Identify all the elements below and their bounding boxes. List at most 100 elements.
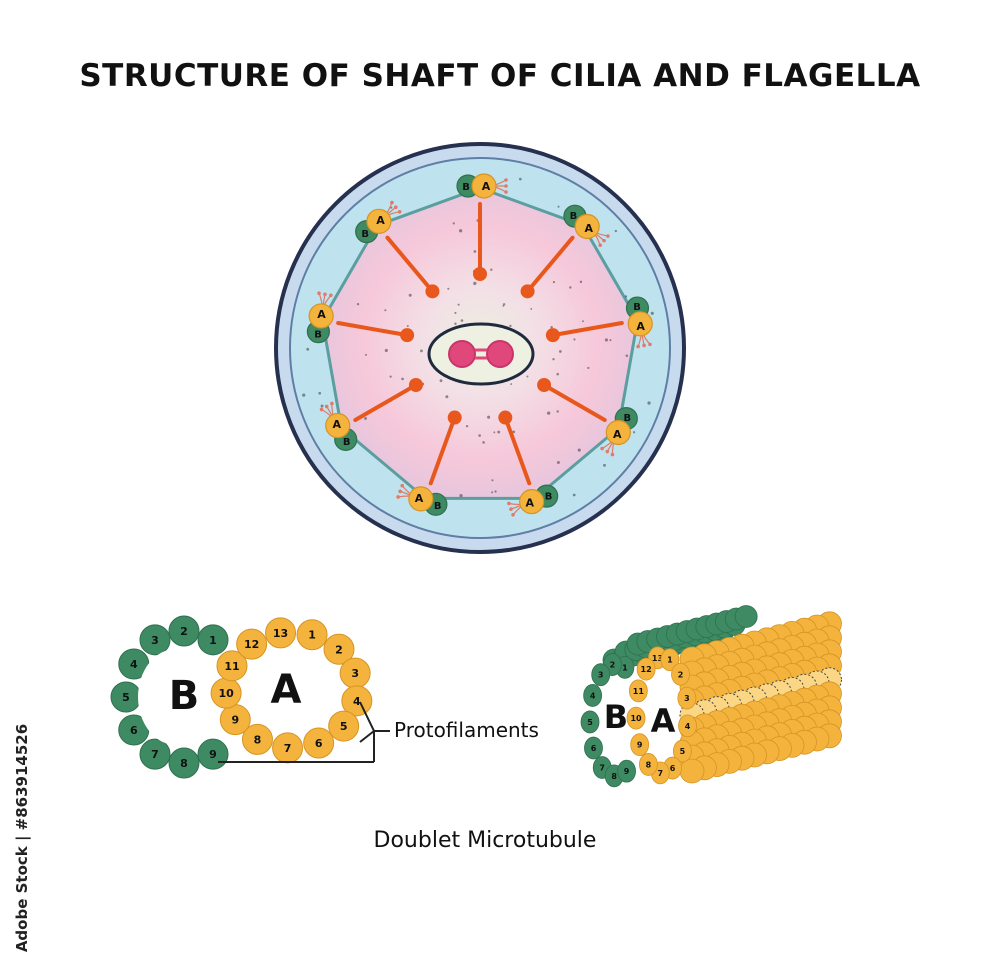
svg-text:8: 8 (646, 760, 652, 769)
peripheral-doublet: BA (306, 291, 334, 344)
flat-a-label: A (271, 667, 302, 713)
peripheral-doublet: BA (563, 204, 610, 248)
b-tubule-label: B (633, 302, 641, 313)
radial-spoke (545, 320, 624, 343)
svg-text:9: 9 (231, 714, 239, 727)
svg-text:9: 9 (637, 741, 643, 750)
svg-text:5: 5 (587, 718, 593, 727)
svg-text:3: 3 (598, 671, 604, 680)
peripheral-doublet: BA (600, 407, 638, 457)
protofilaments-pointer (218, 701, 390, 763)
a-tubule-label: A (332, 418, 341, 431)
d3-a-protofilament: 9 (630, 733, 650, 757)
a-protofilament: 1 (296, 619, 328, 651)
svg-text:1: 1 (209, 634, 217, 647)
a-protofilament: 3 (339, 657, 371, 689)
svg-text:6: 6 (670, 764, 676, 773)
svg-text:10: 10 (630, 714, 642, 723)
b-tubule-label: B (343, 437, 351, 448)
a-protofilament: 11 (216, 650, 248, 682)
svg-text:1: 1 (622, 663, 628, 672)
svg-text:12: 12 (244, 638, 259, 651)
d3-a-protofilament: 2 (671, 662, 690, 686)
matrix-dots (302, 177, 654, 498)
a-protofilament: 4 (341, 685, 373, 717)
svg-text:5: 5 (122, 691, 130, 704)
svg-text:5: 5 (680, 747, 686, 756)
d3-a-protofilament: 10 (626, 706, 646, 730)
diagram-caption: Doublet Microtubule (373, 828, 597, 853)
svg-text:7: 7 (284, 742, 292, 755)
a-tubule-label: A (317, 308, 326, 321)
b-protofilament: 3 (139, 624, 171, 656)
a-protofilament: 6 (303, 727, 335, 759)
a-protofilament: 8 (241, 723, 273, 755)
svg-text:4: 4 (353, 695, 361, 708)
a-tubule-label: A (636, 320, 645, 333)
svg-text:3: 3 (351, 667, 359, 680)
b-tubule-label: B (434, 501, 442, 512)
central-microtubule-right (486, 340, 514, 368)
a-tubule-label: A (526, 496, 535, 509)
d3-a-protofilament: 1 (660, 648, 680, 672)
a-protofilament: 2 (323, 633, 355, 665)
svg-text:10: 10 (218, 687, 234, 700)
peripheral-doublet: BA (625, 296, 653, 349)
a-tubule-label: A (376, 214, 385, 227)
b-tubule-label: B (545, 491, 553, 502)
b-tubule-label: B (570, 211, 578, 222)
svg-text:6: 6 (130, 724, 138, 737)
radial-spoke (428, 410, 462, 486)
b-protofilament: 8 (168, 747, 200, 779)
svg-text:13: 13 (652, 654, 663, 663)
watermark-side: Adobe Stock | #863914526 (12, 724, 32, 952)
b-protofilament: 1 (197, 624, 229, 656)
svg-text:8: 8 (254, 733, 262, 746)
radial-spoke (336, 320, 415, 343)
b-protofilament: 9 (197, 738, 229, 770)
d3-b-protofilament: 6 (584, 736, 603, 760)
d3-a-protofilament: 3 (677, 686, 697, 710)
a-tubule-label: A (482, 180, 491, 193)
radial-spoke (385, 235, 440, 299)
svg-text:4: 4 (130, 658, 138, 671)
d3-b-protofilament: 3 (591, 663, 611, 687)
svg-text:9: 9 (624, 767, 630, 776)
central-microtubule-left (448, 340, 476, 368)
a-tubule-label: A (584, 222, 593, 235)
protofilaments-label: Protofilaments (394, 718, 539, 742)
d3-a-protofilament: 5 (672, 739, 692, 763)
svg-text:3: 3 (684, 694, 690, 703)
d3-a-protofilament: 8 (639, 753, 658, 776)
svg-text:1: 1 (667, 656, 673, 665)
d3-a-protofilament: 11 (628, 679, 648, 703)
b-protofilament: 2 (168, 615, 200, 647)
svg-text:4: 4 (590, 691, 596, 700)
svg-text:12: 12 (641, 665, 652, 674)
b-protofilament: 7 (139, 738, 171, 770)
svg-text:7: 7 (599, 763, 605, 772)
a-tubule-label: A (613, 428, 622, 441)
svg-text:7: 7 (657, 769, 663, 778)
radial-spoke (498, 410, 532, 486)
svg-text:13: 13 (273, 627, 288, 640)
svg-text:2: 2 (335, 643, 343, 656)
diagram-title: STRUCTURE OF SHAFT OF CILIA AND FLAGELLA (79, 58, 921, 94)
peripheral-doublet: BA (355, 200, 402, 244)
a-protofilament: 5 (328, 710, 360, 742)
central-sheath (427, 322, 535, 386)
b-tubule-label: B (462, 182, 470, 193)
watermark-text: Adobe Stock | #863914526 (13, 723, 31, 953)
d3-a-protofilament: 4 (678, 714, 697, 738)
d3-a-label: A (651, 702, 676, 740)
b-tubule-label: B (623, 413, 631, 424)
svg-text:11: 11 (633, 687, 645, 696)
a-protofilament: 7 (272, 732, 304, 764)
svg-text:2: 2 (678, 670, 684, 679)
peripheral-doublet: BA (507, 484, 559, 517)
